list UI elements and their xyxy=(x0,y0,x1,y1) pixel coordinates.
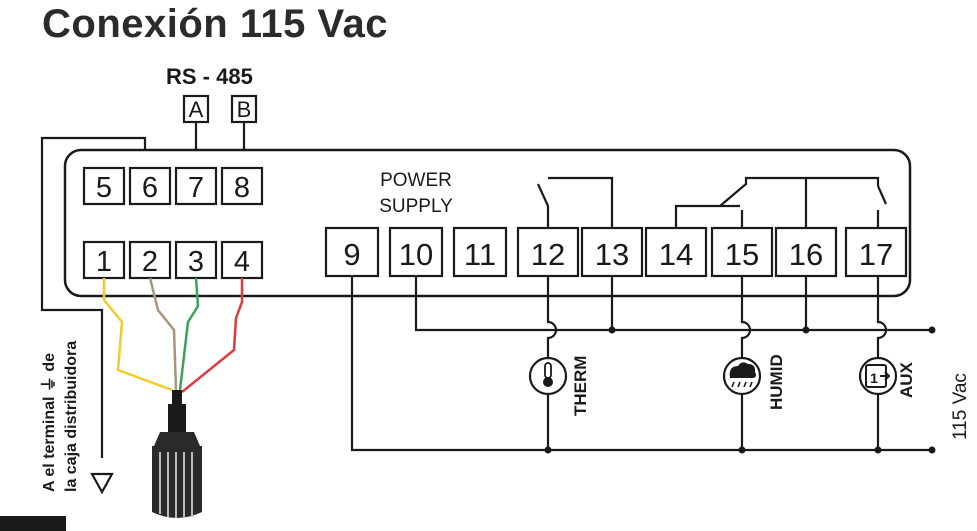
terminal-7 xyxy=(174,166,218,206)
ground-note-line1: A el terminal ⏚ de xyxy=(40,353,58,492)
terminal-4-label: 4 xyxy=(234,246,250,278)
power-supply-line2: SUPPLY xyxy=(379,196,453,217)
terminal-15-label: 15 xyxy=(725,237,759,272)
terminal-17-label: 17 xyxy=(859,237,893,272)
brown-wire xyxy=(148,277,178,391)
relay-2-contact xyxy=(674,176,888,228)
probe-body-ribs xyxy=(159,452,193,518)
corner-marker xyxy=(0,516,66,531)
humid-junction xyxy=(738,446,746,454)
humid-label: HUMID xyxy=(767,354,786,410)
rs485-label: RS - 485 xyxy=(166,64,253,89)
therm-label: THERM xyxy=(571,356,590,416)
terminal-3 xyxy=(174,240,218,280)
power-supply-line1: POWER xyxy=(380,170,452,191)
probe-cable xyxy=(172,390,182,404)
aux-label: AUX xyxy=(897,361,916,398)
terminal-14 xyxy=(644,226,708,278)
terminal-7-label: 7 xyxy=(188,172,204,204)
page-title: Conexión 115 Vac xyxy=(42,2,388,46)
aux-junction xyxy=(874,446,882,454)
terminal-9 xyxy=(324,226,380,278)
terminal-12-label: 12 xyxy=(531,237,565,272)
terminal-6 xyxy=(128,166,172,206)
terminal-2 xyxy=(128,240,172,280)
svg-text:1: 1 xyxy=(870,370,878,386)
terminal-1-label: 1 xyxy=(96,246,112,278)
terminal-11 xyxy=(452,226,508,278)
terminal-14-label: 14 xyxy=(659,237,693,272)
therm-junction xyxy=(544,446,552,454)
aux-wire xyxy=(876,276,888,358)
green-wire xyxy=(178,277,200,391)
terminal-13-label: 13 xyxy=(595,237,629,272)
junction-16 xyxy=(802,326,810,334)
junction-13 xyxy=(608,326,616,334)
live-bus xyxy=(414,276,932,332)
neutral-terminal-dot xyxy=(928,446,936,454)
aux-output-icon: 1 xyxy=(865,364,891,388)
yellow-wire xyxy=(102,278,173,392)
terminal-17 xyxy=(844,226,908,278)
terminal-9-label: 9 xyxy=(343,237,360,272)
rs485-b-label: B xyxy=(237,97,252,122)
terminal-2-label: 2 xyxy=(142,246,158,278)
probe-neck xyxy=(168,404,186,432)
ground-wire xyxy=(40,136,147,458)
probe-head xyxy=(154,432,200,446)
supply-voltage-label: 115 Vac xyxy=(950,373,971,440)
terminal-12 xyxy=(516,226,580,278)
terminal-5 xyxy=(82,166,126,206)
ground-note-line2: la caja distribuidora xyxy=(63,341,80,492)
terminal-15 xyxy=(710,226,774,278)
terminal-10-label: 10 xyxy=(399,237,433,272)
red-wire xyxy=(181,278,244,393)
terminal-6-label: 6 xyxy=(142,172,158,204)
terminal-11-label: 11 xyxy=(464,237,496,272)
rs485-a-label: A xyxy=(189,97,204,122)
terminal-8 xyxy=(220,166,264,206)
terminal-5-label: 5 xyxy=(96,172,112,204)
neutral-bus xyxy=(350,276,932,452)
terminal-8-label: 8 xyxy=(234,172,250,204)
rain-cloud-icon xyxy=(729,362,756,388)
terminal-3-label: 3 xyxy=(188,246,204,278)
ground-symbol xyxy=(90,472,114,495)
thermometer-icon xyxy=(543,362,553,387)
humid-wire xyxy=(740,276,752,358)
rs485-b-box xyxy=(230,94,258,124)
terminal-16 xyxy=(774,226,838,278)
relay-1-contact xyxy=(536,176,614,228)
live-terminal-dot xyxy=(928,326,936,334)
therm-wire xyxy=(546,276,558,358)
rs485-a-box xyxy=(182,94,210,124)
terminal-16-label: 16 xyxy=(789,237,823,272)
